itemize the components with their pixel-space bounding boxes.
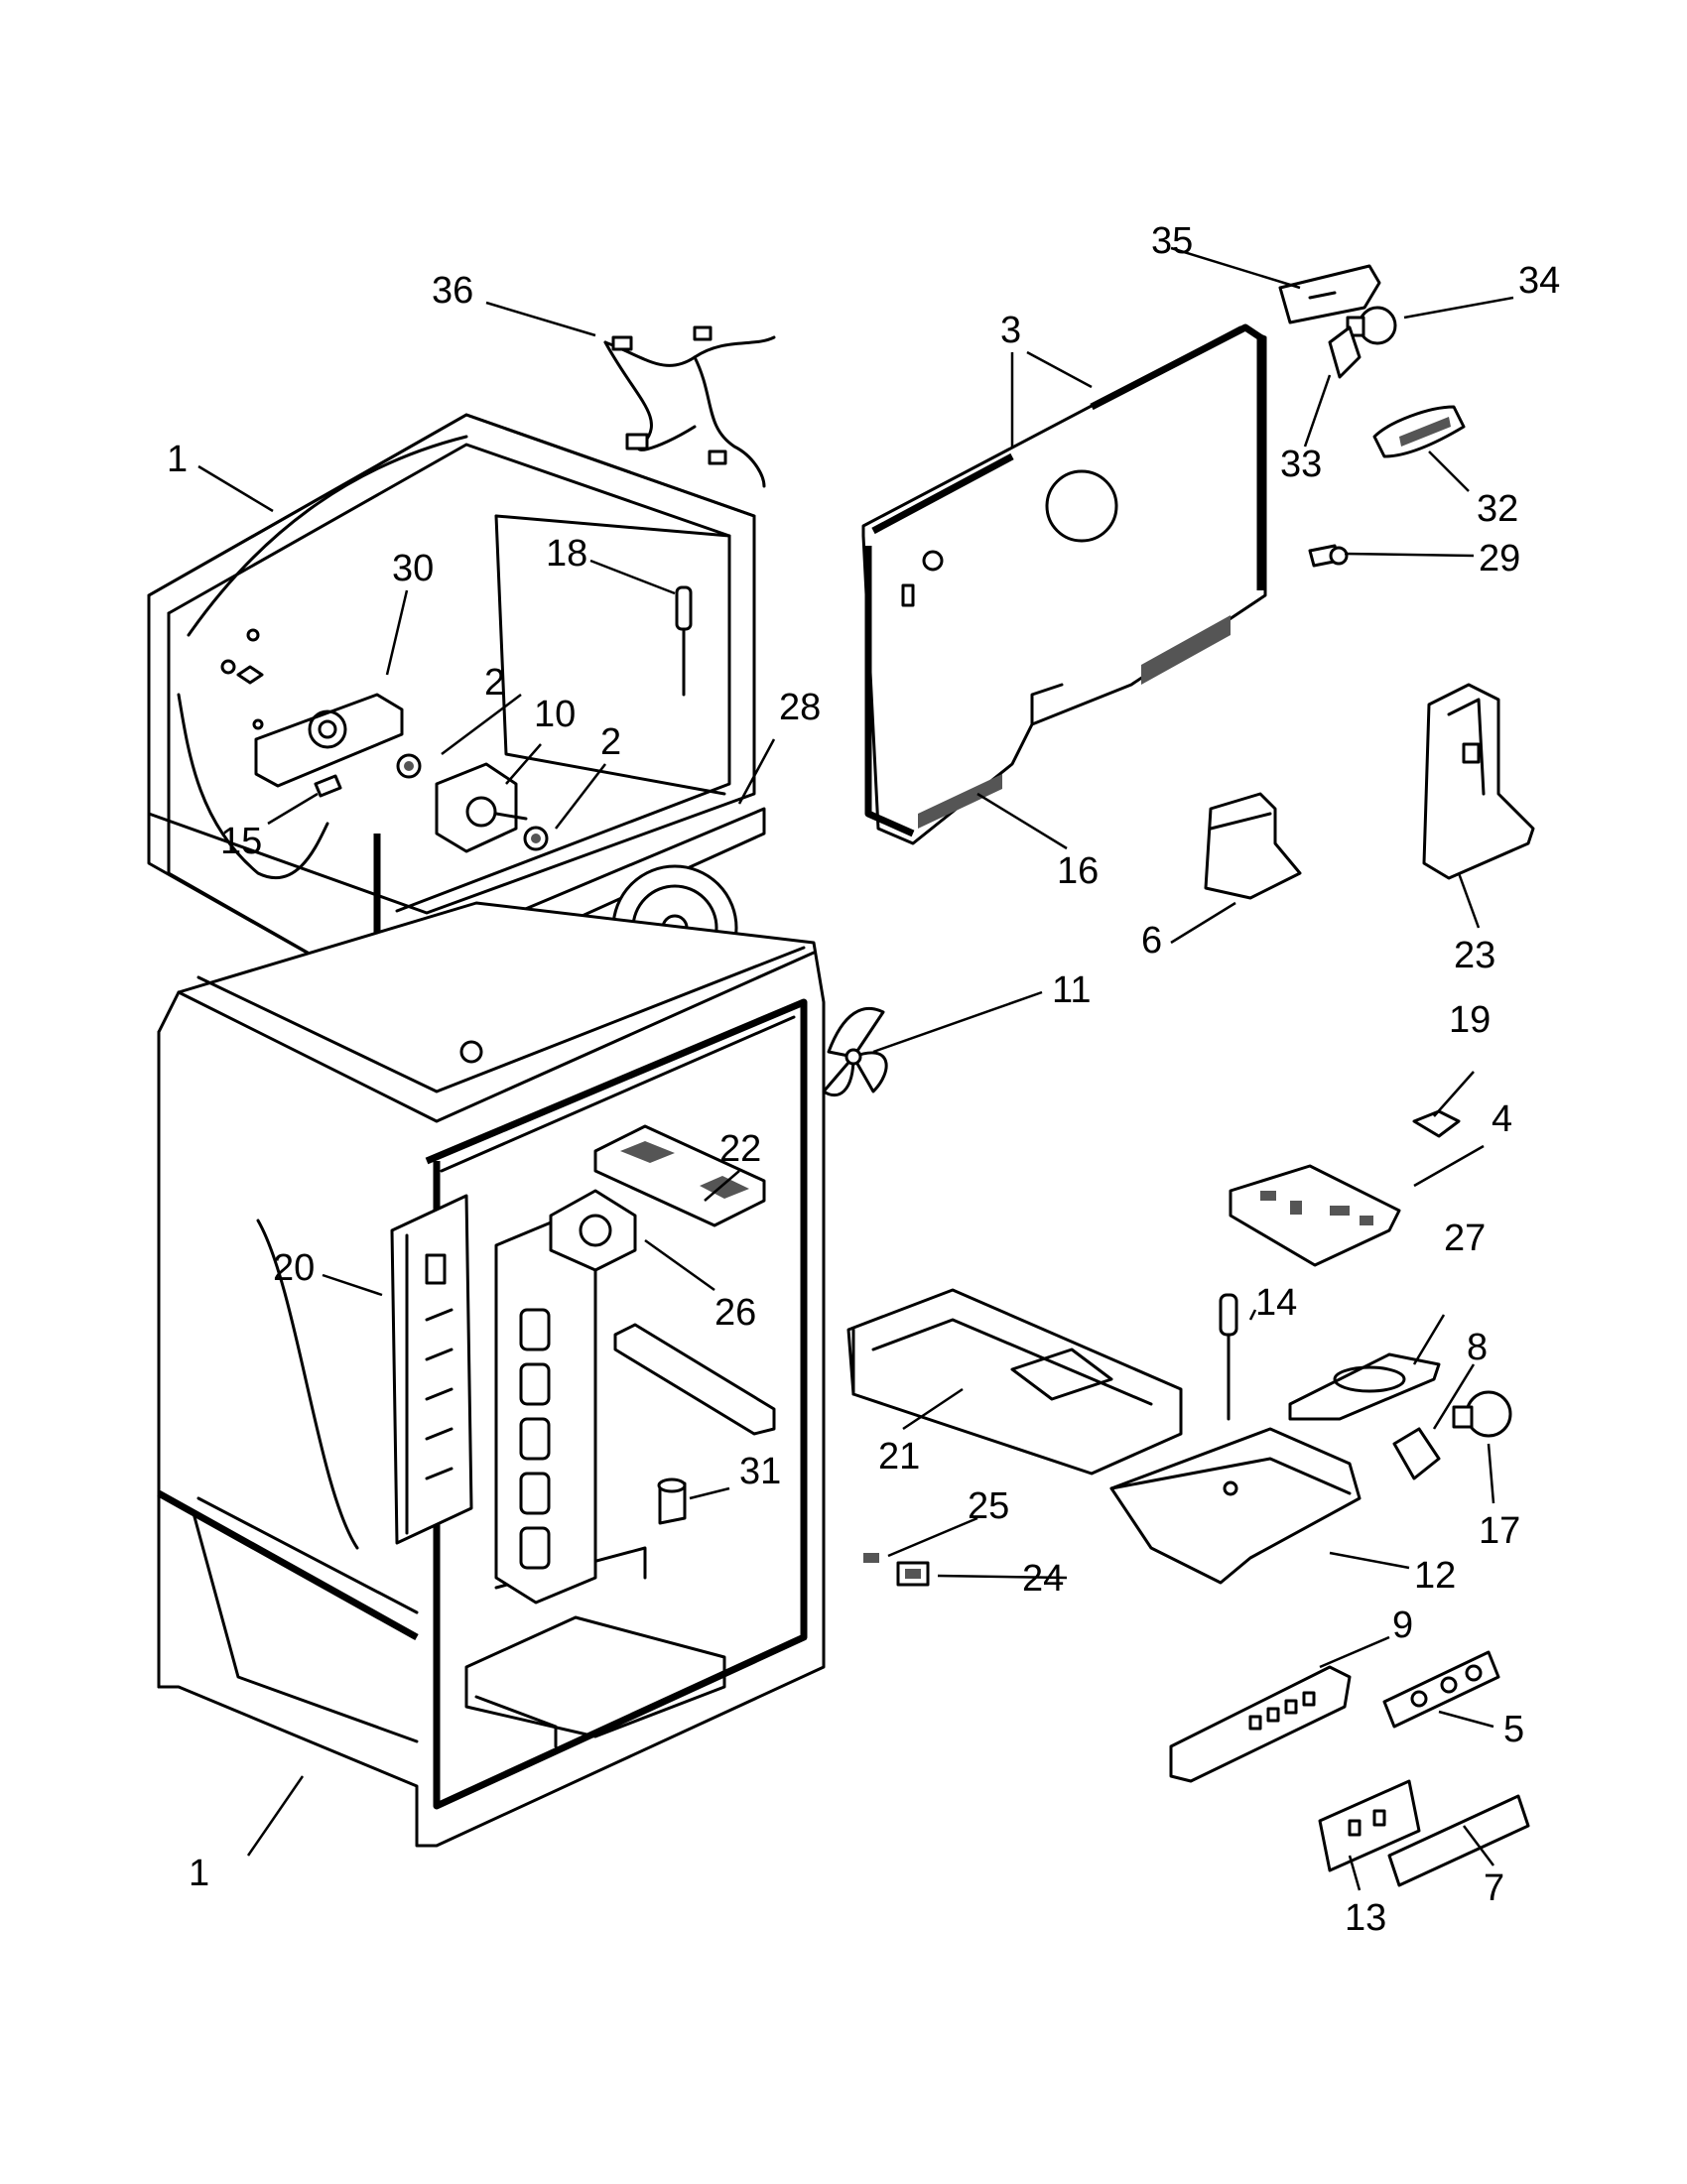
callout-36: 36 xyxy=(432,270,473,312)
callout-23: 23 xyxy=(1454,935,1495,976)
control-board-5 xyxy=(1382,1650,1500,1729)
callout-25: 25 xyxy=(968,1485,1009,1527)
callout-7: 7 xyxy=(1484,1867,1504,1909)
callout-12: 12 xyxy=(1414,1555,1456,1597)
control-panel-9 xyxy=(1169,1665,1352,1783)
callout-21: 21 xyxy=(878,1436,920,1477)
air-tower-26 xyxy=(494,1189,637,1605)
bracket-27 xyxy=(1288,1352,1441,1421)
callout-10: 10 xyxy=(534,694,576,735)
callout-labels: 1 1 2 2 3 4 5 6 7 8 9 10 11 12 13 14 15 … xyxy=(167,220,1560,1939)
callout-5: 5 xyxy=(1503,1709,1524,1750)
callout-4: 4 xyxy=(1492,1098,1512,1140)
callout-26: 26 xyxy=(714,1292,756,1334)
nut-2a xyxy=(396,753,422,779)
fan-blade-11 xyxy=(822,1006,888,1097)
fresh-food-liner xyxy=(157,901,826,1848)
callout-1-lower: 1 xyxy=(189,1853,209,1894)
callout-6: 6 xyxy=(1141,920,1162,962)
callout-17: 17 xyxy=(1479,1510,1520,1552)
callout-32: 32 xyxy=(1477,488,1518,530)
callout-14: 14 xyxy=(1255,1282,1297,1324)
callout-3: 3 xyxy=(1000,310,1021,351)
clip-25 xyxy=(863,1553,879,1563)
light-housing-12 xyxy=(1109,1427,1362,1585)
light-bulb-34 xyxy=(1346,306,1397,345)
bracket-19 xyxy=(1412,1109,1461,1138)
air-diverter-6 xyxy=(1204,792,1302,900)
label-24 xyxy=(896,1561,930,1587)
socket-33 xyxy=(1328,325,1362,379)
callout-15: 15 xyxy=(220,821,262,862)
bulb-17 xyxy=(1452,1390,1512,1438)
rear-panel-16 xyxy=(861,323,1267,845)
callout-22: 22 xyxy=(719,1128,761,1170)
control-board-4 xyxy=(1229,1164,1401,1267)
callout-33: 33 xyxy=(1280,444,1322,485)
bracket-30 xyxy=(254,693,404,788)
callout-2-upper: 2 xyxy=(484,662,505,704)
screw-29 xyxy=(1308,544,1349,568)
callout-16: 16 xyxy=(1057,850,1099,892)
callout-34: 34 xyxy=(1518,260,1560,302)
callout-2-lower: 2 xyxy=(600,721,621,763)
callout-1-upper: 1 xyxy=(167,439,188,480)
callout-11: 11 xyxy=(1052,969,1091,1011)
cover-22 xyxy=(593,1124,766,1227)
wire-harness xyxy=(603,325,776,488)
thermistor-14 xyxy=(1219,1293,1238,1421)
damper-10 xyxy=(435,762,528,853)
callout-35: 35 xyxy=(1151,220,1193,262)
screw-15 xyxy=(314,774,342,798)
callout-28: 28 xyxy=(779,687,821,728)
callout-27: 27 xyxy=(1444,1218,1486,1259)
callout-20: 20 xyxy=(273,1247,315,1289)
air-duct-20 xyxy=(390,1194,473,1545)
callout-19: 19 xyxy=(1449,999,1491,1041)
lens-7 xyxy=(1387,1794,1530,1887)
light-socket-31 xyxy=(657,1477,687,1525)
freezer-liner xyxy=(147,413,756,1026)
socket-8 xyxy=(1392,1427,1441,1480)
callout-30: 30 xyxy=(392,548,434,589)
callout-18: 18 xyxy=(546,533,587,575)
callout-9: 9 xyxy=(1392,1605,1413,1646)
shelf-rail xyxy=(613,1323,776,1436)
thermistor-18 xyxy=(675,585,693,697)
evaporator-cover-21 xyxy=(846,1288,1183,1476)
callout-13: 13 xyxy=(1345,1897,1386,1939)
light-shield-32 xyxy=(1372,405,1466,458)
leader-lines xyxy=(197,246,1514,1891)
callout-29: 29 xyxy=(1479,538,1520,579)
control-housing-23 xyxy=(1422,683,1535,880)
callout-24: 24 xyxy=(1022,1558,1064,1600)
nut-2b xyxy=(523,826,549,851)
callout-8: 8 xyxy=(1467,1327,1488,1368)
callout-31: 31 xyxy=(739,1451,781,1492)
overlay-13 xyxy=(1318,1779,1421,1872)
light-lens-35 xyxy=(1278,264,1381,324)
